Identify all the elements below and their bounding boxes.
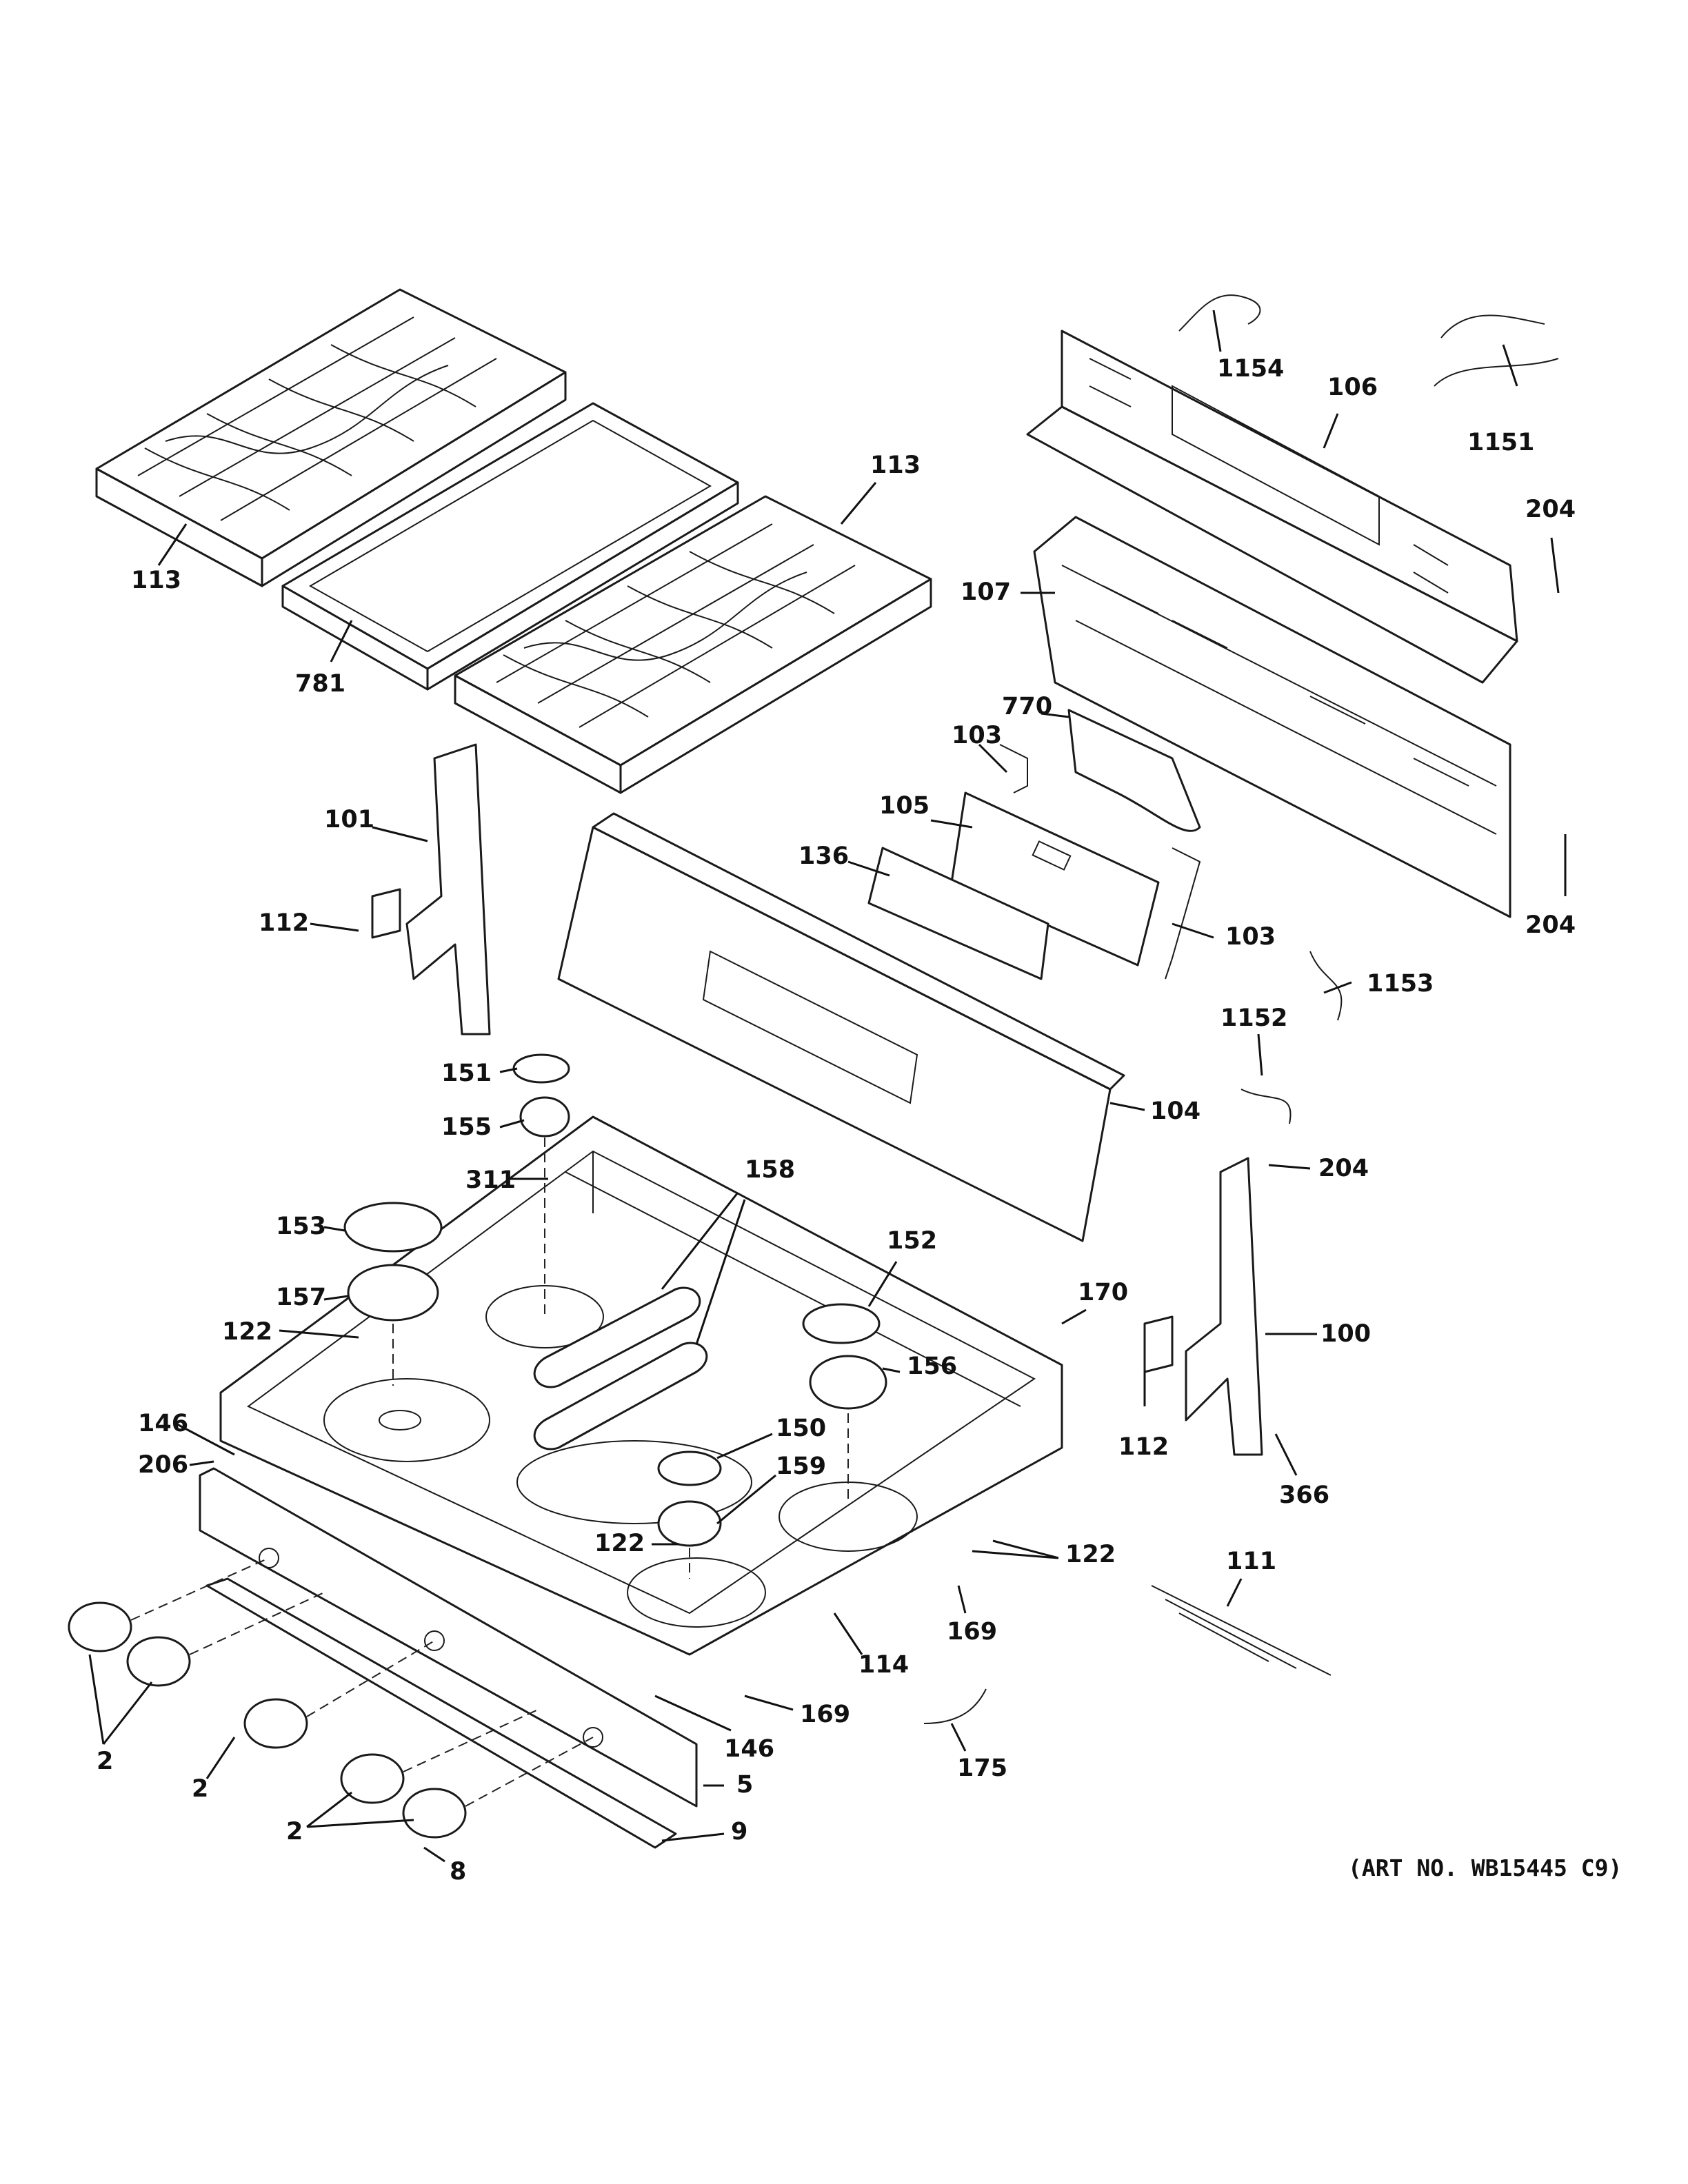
callout-cap-150: 150	[776, 1415, 827, 1442]
cap-152	[802, 1303, 881, 1344]
backguard-lower	[1033, 516, 1511, 918]
cap-150	[657, 1450, 722, 1486]
callout-clip-112-left: 112	[259, 909, 310, 937]
callout-cap-151: 151	[441, 1060, 492, 1087]
callout-orifice-311: 311	[465, 1166, 516, 1194]
callout-panel-107: 107	[961, 578, 1012, 606]
leader-lines	[88, 310, 1567, 1863]
callout-head-156: 156	[907, 1353, 958, 1380]
harness-111-wire	[1151, 1585, 1332, 1676]
bracket-9	[205, 1577, 677, 1849]
side-trim-left	[405, 743, 491, 1035]
callout-harness-1151: 1151	[1467, 429, 1535, 456]
callout-clip-112-right: 112	[1118, 1433, 1169, 1461]
harness-1152-wire	[1240, 1089, 1292, 1124]
callout-wire-175: 175	[957, 1755, 1008, 1782]
callout-burner-head-158: 158	[745, 1156, 796, 1184]
callout-cap-152: 152	[887, 1227, 938, 1255]
right-grate	[454, 495, 932, 794]
callout-head-159: 159	[776, 1453, 827, 1480]
callout-screw-170: 170	[1078, 1279, 1129, 1306]
wire-175	[923, 1688, 987, 1724]
callout-manifold-5: 5	[736, 1771, 754, 1799]
side-trim-right	[1185, 1157, 1263, 1456]
art-number: (ART NO. WB15445 C9)	[1348, 1854, 1622, 1881]
callout-screw-204-top: 204	[1525, 496, 1576, 523]
console-panel	[557, 812, 1125, 1242]
callout-knobs-2-a: 2	[97, 1748, 114, 1775]
left-grate	[95, 288, 567, 587]
insulation-770	[1067, 709, 1201, 832]
callout-endcap-146-left: 146	[138, 1410, 189, 1437]
cap-153	[343, 1202, 443, 1253]
callout-head-155: 155	[441, 1113, 492, 1141]
alignment-line	[392, 1138, 849, 1579]
callout-grate-right: 113	[870, 452, 921, 479]
callout-board-105: 105	[879, 792, 930, 820]
callout-griddle: 781	[295, 670, 346, 698]
harness-1151-wire	[1434, 314, 1559, 387]
manifold-panel	[199, 1467, 698, 1808]
callout-orifice-122-right: 122	[1065, 1541, 1116, 1568]
backguard-upper	[1026, 330, 1518, 684]
control-board	[950, 791, 1160, 967]
callout-head-157: 157	[276, 1284, 327, 1311]
callout-harness-1153: 1153	[1367, 970, 1434, 998]
callout-cooktop-114: 114	[858, 1651, 910, 1679]
clip-112-left	[371, 888, 401, 939]
head-157	[347, 1264, 439, 1322]
callout-screw-204-mid: 204	[1525, 911, 1576, 939]
callout-770: 770	[1002, 693, 1053, 720]
callout-endcap-146-right: 146	[724, 1735, 775, 1763]
callout-overlay-136: 136	[798, 842, 850, 870]
callout-screw-206: 206	[138, 1451, 189, 1479]
head-159	[657, 1500, 722, 1547]
cap-151	[512, 1053, 570, 1084]
callout-grate-left: 113	[131, 567, 182, 594]
callout-knobs-2-c: 2	[286, 1818, 303, 1846]
callout-clip-169-bottom: 169	[800, 1701, 851, 1728]
callout-bracket-103-right: 103	[1225, 923, 1276, 951]
callout-orifice-122-left: 122	[222, 1318, 273, 1346]
callout-knobs-2-b: 2	[192, 1775, 209, 1803]
callout-harness-111: 111	[1226, 1548, 1277, 1575]
callout-side-trim-100: 100	[1320, 1320, 1372, 1348]
harness-1153-wire	[1309, 951, 1343, 1021]
callout-screw-366: 366	[1279, 1482, 1330, 1509]
knobs	[68, 1557, 594, 1839]
griddle	[281, 402, 739, 691]
head-155	[519, 1096, 570, 1138]
harness-1154-wire	[1178, 294, 1261, 332]
callout-side-trim-101: 101	[324, 806, 375, 833]
head-156	[809, 1355, 887, 1410]
clip-112-right	[1143, 1315, 1174, 1373]
callout-cap-153: 153	[276, 1213, 327, 1240]
callout-console-panel-104: 104	[1150, 1098, 1201, 1125]
callout-harness-1152: 1152	[1220, 1004, 1288, 1032]
bracket-103-top	[999, 744, 1028, 793]
bracket-103-right	[1165, 847, 1201, 980]
callout-backguard-106: 106	[1327, 374, 1378, 401]
callout-harness-1154: 1154	[1217, 355, 1285, 383]
callout-clip-169-right: 169	[947, 1618, 998, 1646]
callout-screw-8: 8	[450, 1858, 467, 1885]
callout-orifice-122-center: 122	[594, 1530, 645, 1557]
callout-screw-204-lower: 204	[1318, 1155, 1369, 1182]
callout-bracket-103-top: 103	[952, 722, 1003, 749]
burner-head-158-top	[533, 1286, 701, 1388]
callout-bracket-9: 9	[731, 1818, 748, 1846]
overlay-136	[867, 847, 1049, 980]
